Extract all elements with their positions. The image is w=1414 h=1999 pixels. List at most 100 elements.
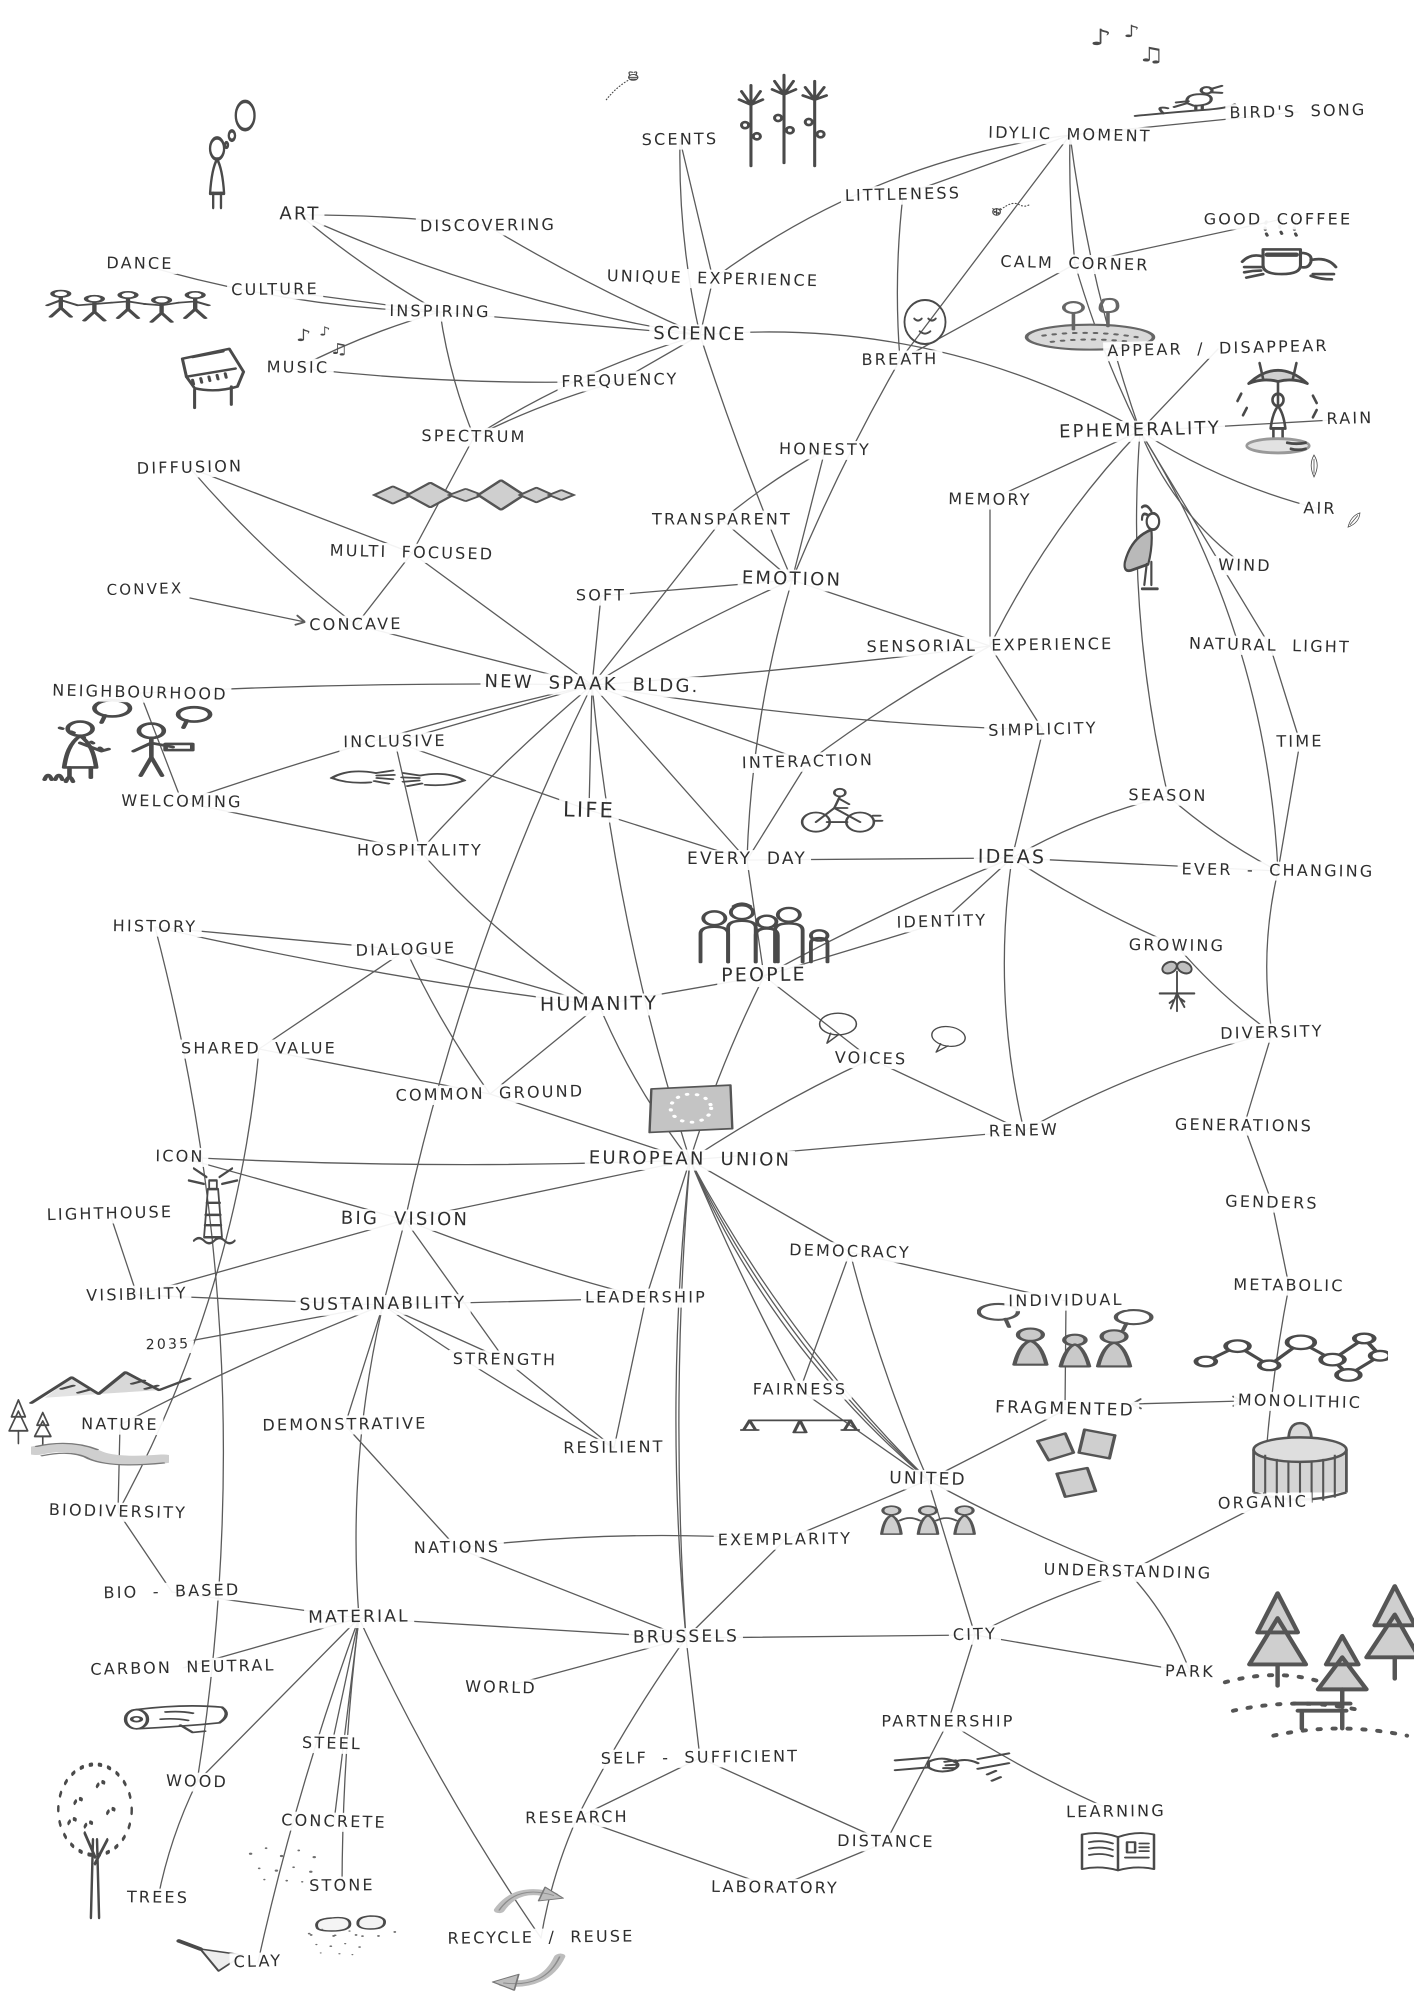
label-fragmented: FRAGMENTED bbox=[990, 1397, 1140, 1422]
edge-ephemerality--season bbox=[1135, 430, 1169, 797]
label-scents: SCENTS bbox=[637, 129, 723, 150]
edge-democracy--united bbox=[849, 1251, 929, 1481]
edge-shared-value--biodiversity bbox=[117, 1048, 260, 1513]
edge-history--humanity bbox=[154, 926, 600, 1006]
label-dialogue: DIALOGUE bbox=[351, 938, 461, 961]
label-inclusive: INCLUSIVE bbox=[339, 731, 451, 753]
edge-understanding--park bbox=[1127, 1571, 1191, 1673]
edge-european-union--fairness bbox=[689, 1159, 801, 1391]
label-research: RESEARCH bbox=[521, 1807, 633, 1829]
label-culture: CULTURE bbox=[227, 279, 323, 300]
label-resilient: RESILIENT bbox=[559, 1437, 669, 1459]
convex-concave-arrow bbox=[189, 597, 305, 622]
edge-diffusion--concave bbox=[189, 467, 357, 626]
edge-humanity--european-union bbox=[598, 1004, 691, 1161]
river-icon bbox=[31, 1436, 169, 1488]
bird-branch-icon bbox=[1131, 66, 1239, 130]
edge-material--wood bbox=[196, 1617, 360, 1783]
label-wind: WIND bbox=[1213, 555, 1277, 577]
label-science: SCIENCE bbox=[649, 323, 751, 347]
label-y2035: 2035 bbox=[141, 1336, 195, 1354]
edge-genders--metabolic bbox=[1271, 1202, 1290, 1287]
edge-emotion--every-day bbox=[746, 579, 793, 861]
label-leadership: LEADERSHIP bbox=[580, 1288, 712, 1308]
edge-european-union--brussels bbox=[678, 1159, 691, 1639]
label-transparent: TRANSPARENT bbox=[647, 510, 797, 530]
label-diffusion: DIFFUSION bbox=[132, 456, 248, 479]
label-icon: ICON bbox=[151, 1146, 209, 1167]
label-bio-based: BIO - BASED bbox=[99, 1580, 245, 1604]
dots-icon bbox=[302, 1921, 374, 1963]
edge-inspiring--spectrum bbox=[439, 311, 475, 438]
edge-idylic-moment--calm-corner bbox=[1069, 134, 1076, 265]
label-concave: CONCAVE bbox=[305, 614, 407, 636]
label-individual: INDIVIDUAL bbox=[1004, 1290, 1128, 1312]
edge-city--park bbox=[974, 1634, 1191, 1673]
edge-littleness--breath bbox=[896, 194, 904, 361]
cyclist-icon bbox=[792, 776, 884, 840]
edge-big-vision--strength bbox=[404, 1219, 506, 1361]
label-wood: WOOD bbox=[161, 1771, 233, 1793]
edge-biodiversity--bio-based bbox=[117, 1511, 173, 1593]
wind-person-icon bbox=[1103, 499, 1181, 601]
label-hospitality: HOSPITALITY bbox=[352, 841, 488, 861]
label-steel: STEEL bbox=[297, 1733, 367, 1755]
edge-brussels--self-sufficient bbox=[685, 1637, 701, 1759]
edge-demonstrative--nations bbox=[344, 1424, 458, 1549]
edge-idylic-moment--breath bbox=[899, 134, 1071, 361]
label-self-sufficient: SELF - SUFFICIENT bbox=[596, 1746, 804, 1769]
speech-bubble-icon bbox=[925, 1019, 972, 1060]
edge-every-day--people bbox=[746, 859, 765, 977]
open-hands-icon bbox=[329, 747, 467, 809]
edge-ephemerality--sensorial-experience bbox=[989, 430, 1141, 647]
edge-art--science bbox=[299, 214, 701, 336]
label-park: PARK bbox=[1160, 1661, 1220, 1683]
edge-wind--ephemerality bbox=[1139, 430, 1246, 567]
edge-ideas--renew bbox=[1003, 857, 1025, 1132]
edge-inclusive--hospitality bbox=[394, 741, 421, 852]
label-littleness: LITTLENESS bbox=[840, 183, 966, 206]
handshake-icon bbox=[893, 1731, 1011, 1801]
edge-european-union--united bbox=[689, 1159, 929, 1481]
leaf-icon bbox=[1304, 453, 1324, 479]
edge-air--ephemerality bbox=[1139, 430, 1321, 510]
label-life: LIFE bbox=[558, 797, 620, 823]
edge-emotion--new-spaak-bldg bbox=[591, 579, 793, 686]
label-spectrum: SPECTRUM bbox=[417, 426, 531, 448]
label-nature: NATURE bbox=[77, 1414, 163, 1435]
label-dance: DANCE bbox=[102, 253, 178, 274]
label-monolithic: MONOLITHIC bbox=[1233, 1390, 1367, 1414]
label-every-day: EVERY DAY bbox=[683, 850, 811, 870]
gardeners-icon bbox=[41, 694, 219, 796]
molecule-icon bbox=[1190, 1302, 1388, 1398]
edge-self-sufficient--distance bbox=[699, 1757, 887, 1843]
edge-neighbourhood--welcoming bbox=[139, 692, 183, 803]
label-calm-corner: CALM CORNER bbox=[996, 252, 1154, 276]
edge-new-spaak-bldg--every-day bbox=[591, 684, 748, 861]
edge-shared-value--dialogue bbox=[258, 949, 407, 1050]
park-scene-icon bbox=[1217, 1579, 1414, 1757]
label-visibility: VISIBILITY bbox=[82, 1283, 192, 1306]
edge-european-union--united bbox=[689, 1159, 929, 1481]
label-generations: GENERATIONS bbox=[1170, 1115, 1318, 1137]
label-democracy: DEMOCRACY bbox=[784, 1240, 916, 1263]
bee-icon bbox=[603, 68, 645, 104]
edge-dialogue--common-ground bbox=[405, 949, 491, 1095]
label-ideas: IDEAS bbox=[973, 846, 1051, 870]
label-material: MATERIAL bbox=[304, 1606, 414, 1629]
edge-research--recycle-reuse bbox=[540, 1817, 578, 1939]
label-nations: NATIONS bbox=[409, 1537, 505, 1558]
edge-big-vision--leadership bbox=[404, 1219, 647, 1299]
edge-leadership--resilient bbox=[613, 1297, 647, 1449]
edge-ever-changing--diversity bbox=[1266, 870, 1279, 1034]
label-convex: CONVEX bbox=[102, 579, 188, 600]
label-honesty: HONESTY bbox=[774, 439, 876, 461]
flowers-icon bbox=[725, 69, 843, 171]
edge-sensorial-experience--simplicity bbox=[989, 645, 1044, 731]
label-time: TIME bbox=[1272, 731, 1328, 752]
edge-ideas--people bbox=[763, 857, 1013, 977]
edge-new-spaak-bldg--life bbox=[588, 684, 593, 811]
label-ever-changing: EVER - CHANGING bbox=[1177, 859, 1379, 882]
label-renew: RENEW bbox=[984, 1120, 1064, 1142]
edge-new-spaak-bldg--big-vision bbox=[404, 684, 593, 1221]
